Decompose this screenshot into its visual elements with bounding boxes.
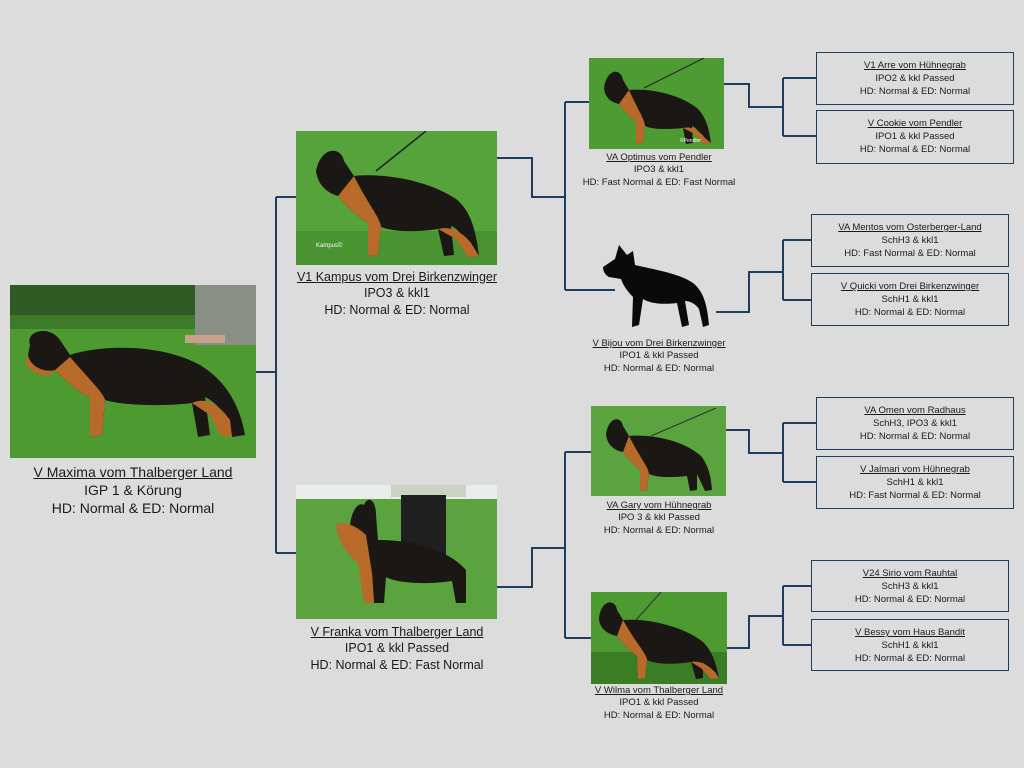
german-shepherd-silhouette-icon [601, 243, 711, 329]
dog-titles: SchH1 & kkl1 [881, 294, 939, 306]
sire-sire-caption: VA Optimus vom Pendler IPO3 & kkl1 HD: F… [569, 152, 749, 189]
sire-sire-photo [589, 58, 724, 149]
dog-name: V24 Sirio vom Rauhtal [862, 568, 958, 579]
dog-titles: IPO2 & kkl Passed [875, 73, 955, 85]
dog-titles: SchH3 & kkl1 [881, 235, 939, 247]
dog-name: V1 Arre vom Hühnegrab [864, 60, 966, 71]
main-dog-photo [10, 285, 256, 458]
main-dog-name: V Maxima vom Thalberger Land [33, 464, 233, 480]
sire-name: V1 Kampus vom Drei Birkenzwinger [296, 270, 498, 284]
dog-name: VA Mentos vom Osterberger-Land [838, 222, 982, 233]
dog-titles: SchH1 & kkl1 [881, 640, 939, 652]
pedigree-box-dam-sire-sire: VA Omen vom Radhaus SchH3, IPO3 & kkl1 H… [816, 397, 1014, 450]
sire-sire-health: HD: Fast Normal & ED: Fast Normal [582, 176, 736, 188]
dam-photo [296, 485, 497, 619]
sire-health: HD: Normal & ED: Normal [324, 302, 470, 317]
dam-dam-name: V Wilma vom Thalberger Land [594, 685, 724, 696]
dog-titles: IPO1 & kkl Passed [875, 131, 955, 143]
dog-health: HD: Normal & ED: Normal [859, 144, 971, 156]
dog-name: V Cookie vom Pendler [867, 118, 963, 129]
dam-caption: V Franka vom Thalberger Land IPO1 & kkl … [276, 624, 518, 673]
sire-sire-name: VA Optimus vom Pendler [606, 152, 712, 163]
pedigree-box-dam-dam-sire: V24 Sirio vom Rauhtal SchH3 & kkl1 HD: N… [811, 560, 1009, 612]
sire-sire-photo-watermark: ©Pendler [680, 138, 701, 144]
dam-sire-caption: VA Gary vom Hühnegrab IPO 3 & kkl Passed… [569, 500, 749, 537]
pedigree-box-dam-dam-dam: V Bessy vom Haus Bandit SchH1 & kkl1 HD:… [811, 619, 1009, 671]
pedigree-box-sire-sire-dam: V Cookie vom Pendler IPO1 & kkl Passed H… [816, 110, 1014, 164]
sire-dam-name: V Bijou vom Drei Birkenzwinger [592, 338, 726, 349]
sire-dam-health: HD: Normal & ED: Normal [603, 362, 715, 374]
dog-health: HD: Fast Normal & ED: Normal [849, 490, 981, 502]
main-dog-titles: IGP 1 & Körung [84, 482, 182, 499]
dog-health: HD: Normal & ED: Normal [859, 431, 971, 443]
dog-health: HD: Fast Normal & ED: Normal [844, 248, 976, 260]
dog-name: V Jalmari vom Hühnegrab [860, 464, 970, 475]
dam-titles: IPO1 & kkl Passed [344, 641, 450, 656]
sire-photo [296, 131, 497, 265]
dog-titles: SchH3 & kkl1 [881, 581, 939, 593]
main-dog-caption: V Maxima vom Thalberger Land IGP 1 & Kör… [0, 463, 266, 518]
dam-dam-titles: IPO1 & kkl Passed [619, 697, 699, 709]
pedigree-box-sire-sire-sire: V1 Arre vom Hühnegrab IPO2 & kkl Passed … [816, 52, 1014, 105]
dam-sire-name: VA Gary vom Hühnegrab [606, 500, 712, 511]
pedigree-box-dam-sire-dam: V Jalmari vom Hühnegrab SchH1 & kkl1 HD:… [816, 456, 1014, 509]
sire-caption: V1 Kampus vom Drei Birkenzwinger IPO3 & … [276, 269, 518, 318]
sire-titles: IPO3 & kkl1 [364, 286, 430, 301]
dog-name: V Bessy vom Haus Bandit [855, 627, 965, 638]
dam-dam-caption: V Wilma vom Thalberger Land IPO1 & kkl P… [569, 685, 749, 722]
dam-dam-photo [591, 592, 727, 684]
dog-health: HD: Normal & ED: Normal [854, 594, 966, 606]
dog-health: HD: Normal & ED: Normal [854, 653, 966, 665]
sire-sire-titles: IPO3 & kkl1 [633, 164, 685, 176]
dog-health: HD: Normal & ED: Normal [854, 307, 966, 319]
pedigree-box-sire-dam-sire: VA Mentos vom Osterberger-Land SchH3 & k… [811, 214, 1009, 267]
dog-name: V Quicki vom Drei Birkenzwinger [840, 281, 980, 292]
dam-sire-photo [591, 406, 726, 496]
pedigree-box-sire-dam-dam: V Quicki vom Drei Birkenzwinger SchH1 & … [811, 273, 1009, 326]
sire-dam-titles: IPO1 & kkl Passed [619, 350, 699, 362]
dog-titles: SchH1 & kkl1 [886, 477, 944, 489]
sire-dam-caption: V Bijou vom Drei Birkenzwinger IPO1 & kk… [569, 338, 749, 375]
dog-name: VA Omen vom Radhaus [864, 405, 966, 416]
dog-titles: SchH3, IPO3 & kkl1 [873, 418, 957, 430]
sire-photo-watermark: Kampus© [316, 243, 343, 249]
dam-sire-titles: IPO 3 & kkl Passed [618, 512, 700, 524]
dam-health: HD: Normal & ED: Fast Normal [310, 657, 484, 672]
dog-health: HD: Normal & ED: Normal [859, 86, 971, 98]
dam-name: V Franka vom Thalberger Land [310, 625, 484, 639]
dam-sire-health: HD: Normal & ED: Normal [603, 524, 715, 536]
main-dog-health: HD: Normal & ED: Normal [51, 500, 215, 517]
dam-dam-health: HD: Normal & ED: Normal [603, 709, 715, 721]
